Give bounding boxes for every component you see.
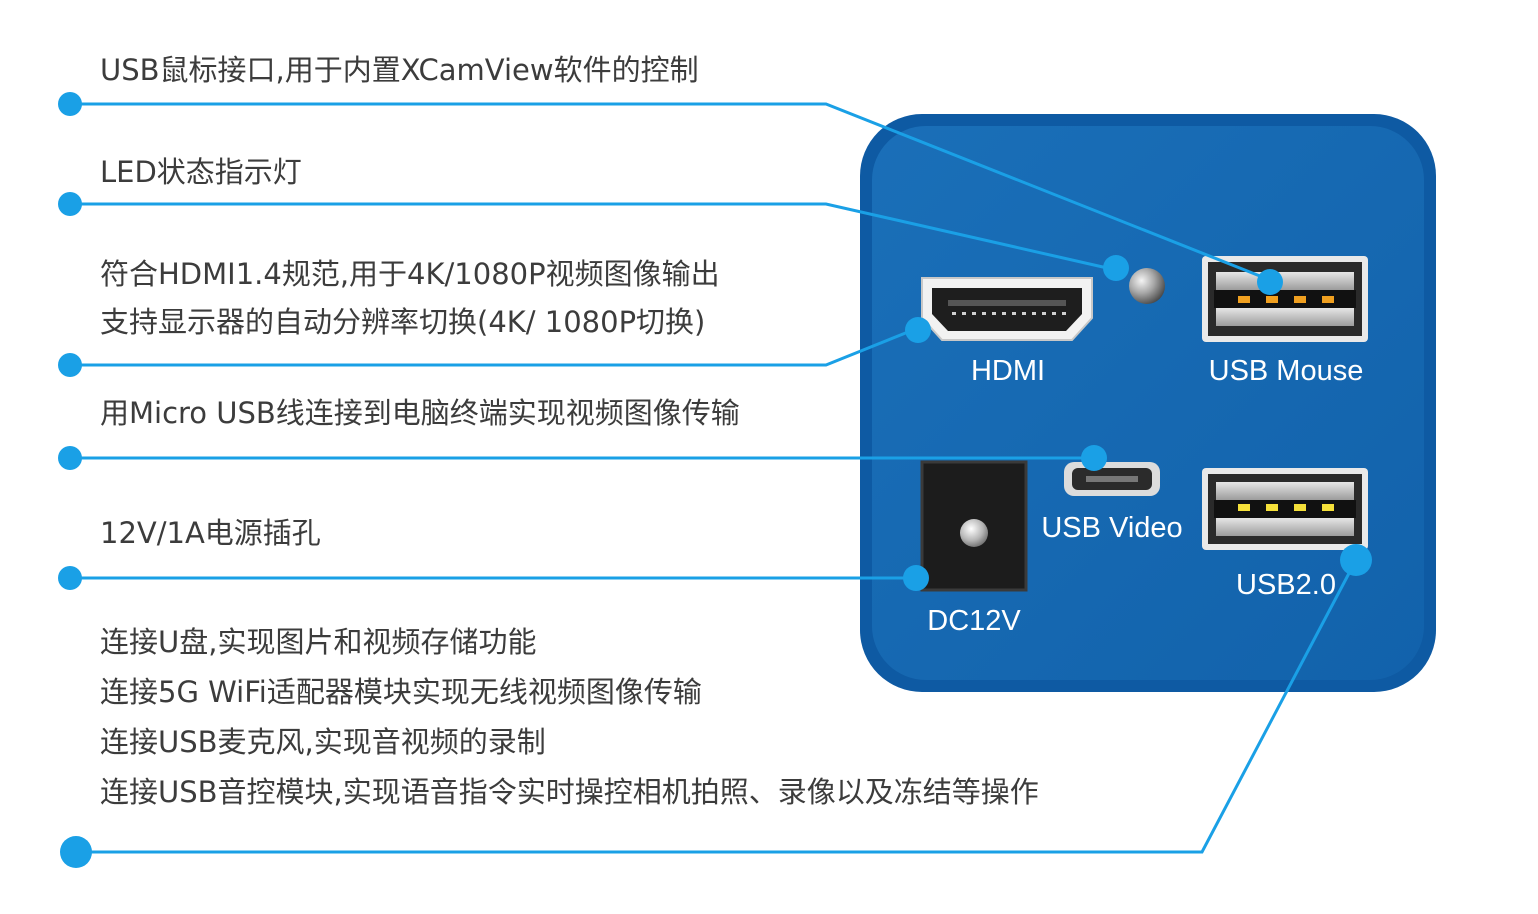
callout-text-usb-video: 用Micro USB线连接到电脑终端实现视频图像传输 bbox=[100, 389, 740, 437]
callout-text-usb2: 连接U盘,实现图片和视频存储功能 连接5G WiFi适配器模块实现无线视频图像传… bbox=[100, 617, 1039, 817]
leader-line-usb2 bbox=[76, 559, 1358, 854]
dc-jack bbox=[920, 460, 1028, 592]
leader-line-hdmi bbox=[70, 326, 919, 367]
micro-usb-port bbox=[1064, 462, 1160, 496]
leader-line-usb-mouse bbox=[70, 102, 1271, 282]
callout-line: 符合HDMI1.4规范,用于4K/1080P视频图像输出 bbox=[100, 257, 720, 291]
usb2-port bbox=[1202, 468, 1368, 550]
callout-dot-usb-mouse-start bbox=[58, 92, 82, 116]
hdmi-port bbox=[921, 277, 1093, 341]
usb-mouse-label: USB Mouse bbox=[1209, 355, 1364, 387]
callout-dot-usb2-start bbox=[60, 836, 92, 868]
leader-line-led bbox=[70, 202, 1117, 272]
usb2-label: USB2.0 bbox=[1236, 569, 1336, 601]
callout-dot-usb-video-start bbox=[58, 446, 82, 470]
callout-line: USB鼠标接口,用于内置XCamView软件的控制 bbox=[100, 53, 699, 87]
callout-dot-hdmi-end bbox=[905, 317, 931, 343]
callout-text-led: LED状态指示灯 bbox=[100, 148, 302, 196]
callout-line: 连接U盘,实现图片和视频存储功能 bbox=[100, 625, 537, 659]
callout-line: 支持显示器的自动分辨率切换(4K/ 1080P切换) bbox=[100, 305, 706, 339]
callout-dot-usb2-end bbox=[1340, 544, 1372, 576]
callout-dot-hdmi-start bbox=[58, 353, 82, 377]
callout-line: LED状态指示灯 bbox=[100, 155, 302, 189]
hdmi-label: HDMI bbox=[971, 355, 1045, 387]
callout-dot-dc-end bbox=[903, 565, 929, 591]
led-indicator bbox=[1129, 268, 1165, 304]
callout-line: 连接USB麦克风,实现音视频的录制 bbox=[100, 725, 546, 759]
callout-line: 连接5G WiFi适配器模块实现无线视频图像传输 bbox=[100, 675, 702, 709]
callout-dot-led-start bbox=[58, 192, 82, 216]
callout-dot-usb-mouse-end bbox=[1257, 269, 1283, 295]
callout-dot-led-end bbox=[1103, 255, 1129, 281]
callout-text-usb-mouse: USB鼠标接口,用于内置XCamView软件的控制 bbox=[100, 46, 699, 94]
callout-dot-usb-video-end bbox=[1081, 445, 1107, 471]
callout-dot-dc-start bbox=[58, 566, 82, 590]
callout-text-hdmi: 符合HDMI1.4规范,用于4K/1080P视频图像输出 支持显示器的自动分辨率… bbox=[100, 250, 720, 346]
callout-line: 12V/1A电源插孔 bbox=[100, 516, 321, 550]
callout-text-dc: 12V/1A电源插孔 bbox=[100, 509, 321, 557]
callout-line: 用Micro USB线连接到电脑终端实现视频图像传输 bbox=[100, 396, 740, 430]
usb-mouse-port bbox=[1202, 256, 1368, 342]
callout-line: 连接USB音控模块,实现语音指令实时操控相机拍照、录像以及冻结等操作 bbox=[100, 775, 1039, 809]
usb-video-label: USB Video bbox=[1041, 512, 1182, 544]
dc-label: DC12V bbox=[927, 605, 1021, 637]
